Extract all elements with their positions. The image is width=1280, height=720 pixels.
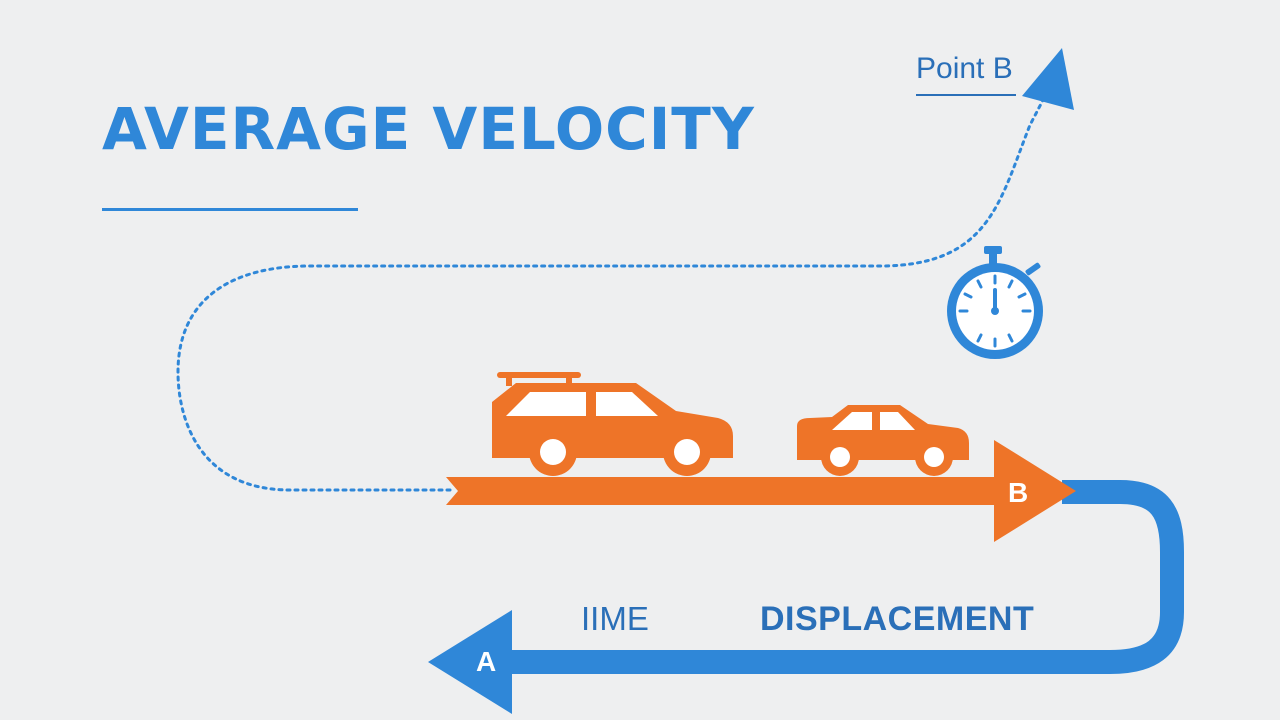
end-marker-b: B (1008, 477, 1029, 508)
sedan-car-icon (797, 405, 969, 476)
time-label: IIME (581, 600, 649, 637)
blue-return-path (500, 480, 1184, 674)
title-underline (102, 208, 358, 211)
orange-arrow-shaft (446, 477, 1000, 505)
a-arrowhead (428, 610, 512, 714)
stopwatch-icon (947, 246, 1043, 359)
point-b-label: Point B (916, 52, 1013, 85)
point-b-arrowhead (1022, 48, 1074, 110)
start-marker-a: A (476, 646, 497, 677)
displacement-label: DISPLACEMENT (760, 600, 1035, 638)
wagon-car-icon (492, 372, 733, 476)
point-b-underline (916, 94, 1016, 96)
diagram-title: AVERAGE VELOCITY (102, 95, 755, 163)
orange-arrowhead (994, 440, 1076, 542)
